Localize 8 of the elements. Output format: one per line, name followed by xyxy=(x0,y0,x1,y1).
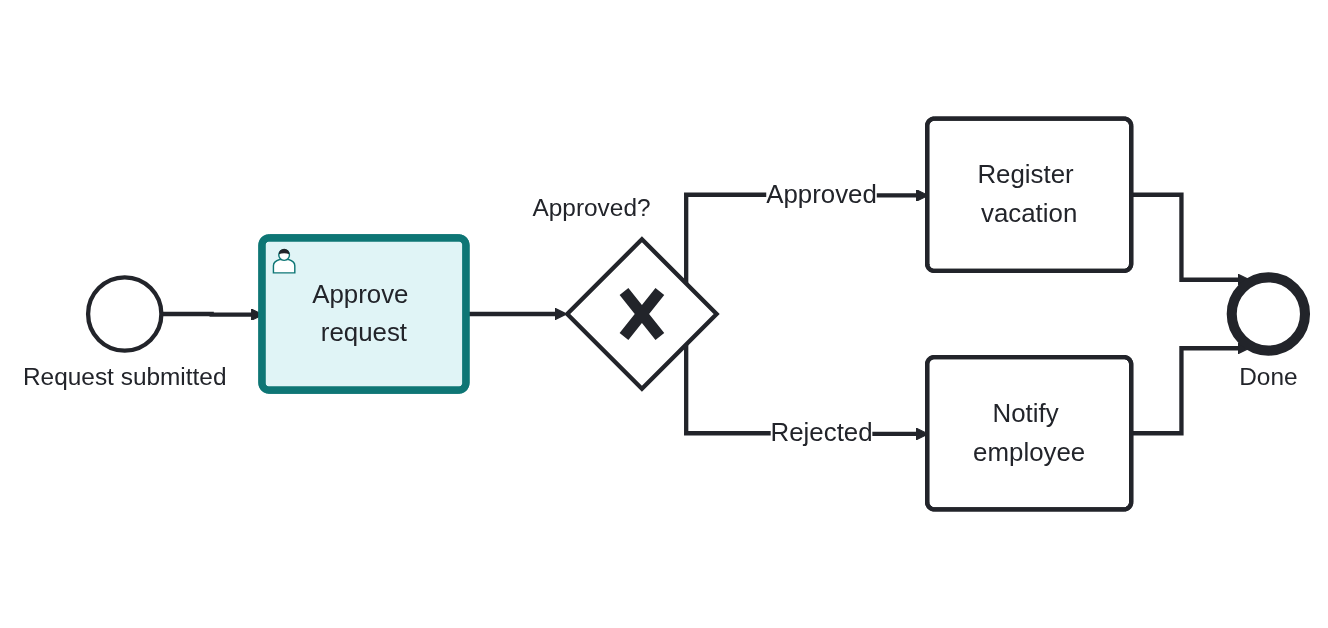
edge-label: Rejected xyxy=(770,418,873,447)
node-caption: Approved? xyxy=(532,194,651,222)
node-circle xyxy=(1226,272,1311,356)
edge-label: Approved xyxy=(766,179,877,209)
node-circle xyxy=(85,275,164,353)
node-caption: Request submitted xyxy=(23,363,227,391)
node-diamond xyxy=(564,236,720,392)
node-caption: Done xyxy=(1239,363,1298,391)
